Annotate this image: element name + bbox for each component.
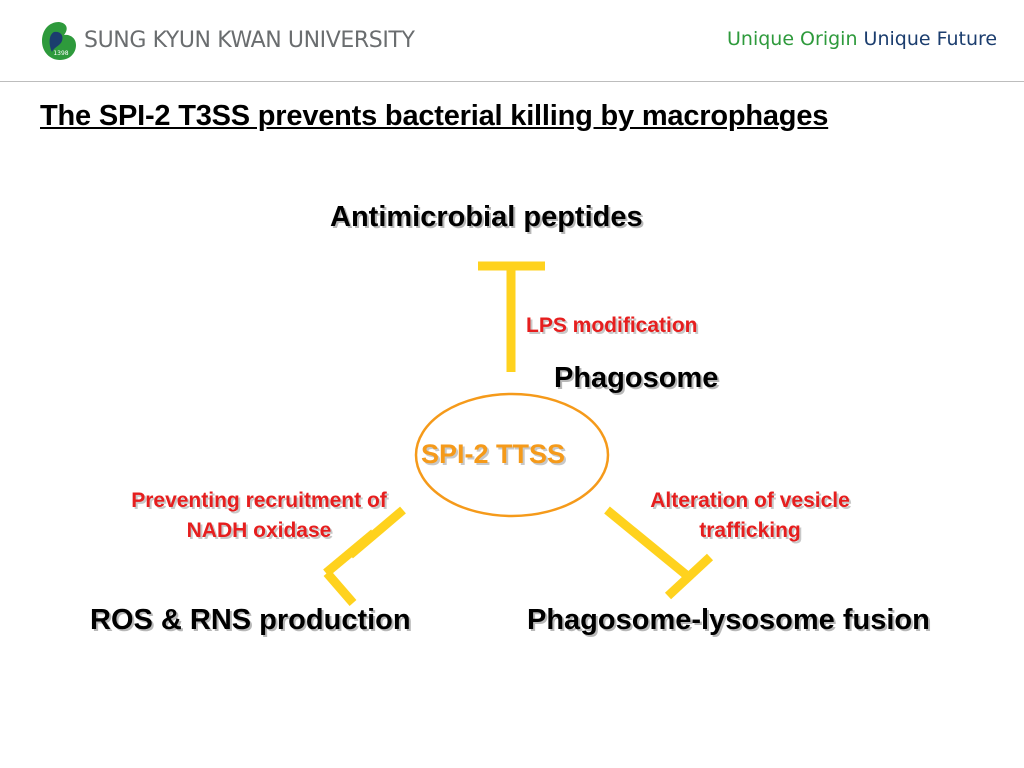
spi2-ttss-label: SPI-2 TTSS bbox=[421, 439, 566, 469]
slide-header: 1398 SUNG KYUN KWAN UNIVERSITY Unique Or… bbox=[0, 0, 1024, 82]
vesicle-trafficking-mechanism-label: Alteration of vesicle trafficking bbox=[650, 489, 850, 542]
inhibitor-bar-right bbox=[664, 553, 714, 600]
nadh-oxidase-mechanism-label: Preventing recruitment of NADH oxidase bbox=[131, 489, 387, 542]
header-divider bbox=[0, 81, 1024, 82]
slide-title: The SPI-2 T3SS prevents bacterial killin… bbox=[40, 100, 829, 132]
inhibitor-line-right bbox=[604, 506, 693, 582]
slogan: Unique Origin Unique Future bbox=[727, 28, 997, 50]
phagosome-lysosome-fusion-label: Phagosome-lysosome fusion bbox=[527, 604, 930, 636]
university-logo-icon: 1398 bbox=[42, 22, 76, 60]
ros-rns-production-label: ROS & RNS production bbox=[90, 604, 411, 636]
inhibitor-line-left-end bbox=[323, 529, 377, 577]
slogan-future: Unique Future bbox=[863, 28, 998, 50]
slogan-origin: Unique Origin bbox=[727, 28, 858, 50]
university-name: SUNG KYUN KWAN UNIVERSITY bbox=[84, 28, 415, 53]
antimicrobial-peptides-label: Antimicrobial peptides bbox=[330, 201, 643, 233]
phagosome-label: Phagosome bbox=[554, 362, 719, 394]
inhibitor-bar-left bbox=[323, 570, 357, 606]
logo-year: 1398 bbox=[53, 50, 68, 57]
phagosome-ellipse bbox=[414, 392, 610, 518]
lps-modification-label: LPS modification bbox=[526, 314, 698, 337]
